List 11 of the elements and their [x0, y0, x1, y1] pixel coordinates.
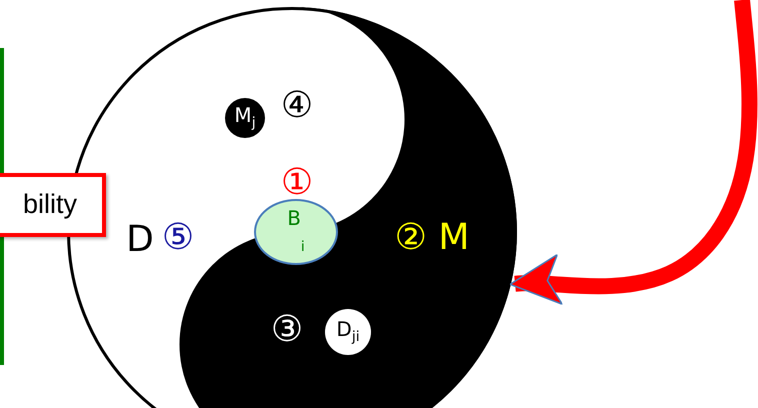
label: ② M: [394, 220, 470, 256]
circled-number: ⑤: [162, 220, 194, 256]
node-label: M$_{j}$: [234, 104, 256, 132]
circled-number: ④: [280, 88, 314, 124]
circled-number: ①: [280, 165, 314, 201]
highlight-box: [0, 173, 106, 237]
curved-arrow: [509, 0, 758, 305]
node-label: D$_{ji}$: [336, 318, 360, 346]
letter-label: D: [126, 222, 154, 258]
circled-number: ③: [270, 312, 304, 348]
node-label: bility: [22, 190, 77, 220]
